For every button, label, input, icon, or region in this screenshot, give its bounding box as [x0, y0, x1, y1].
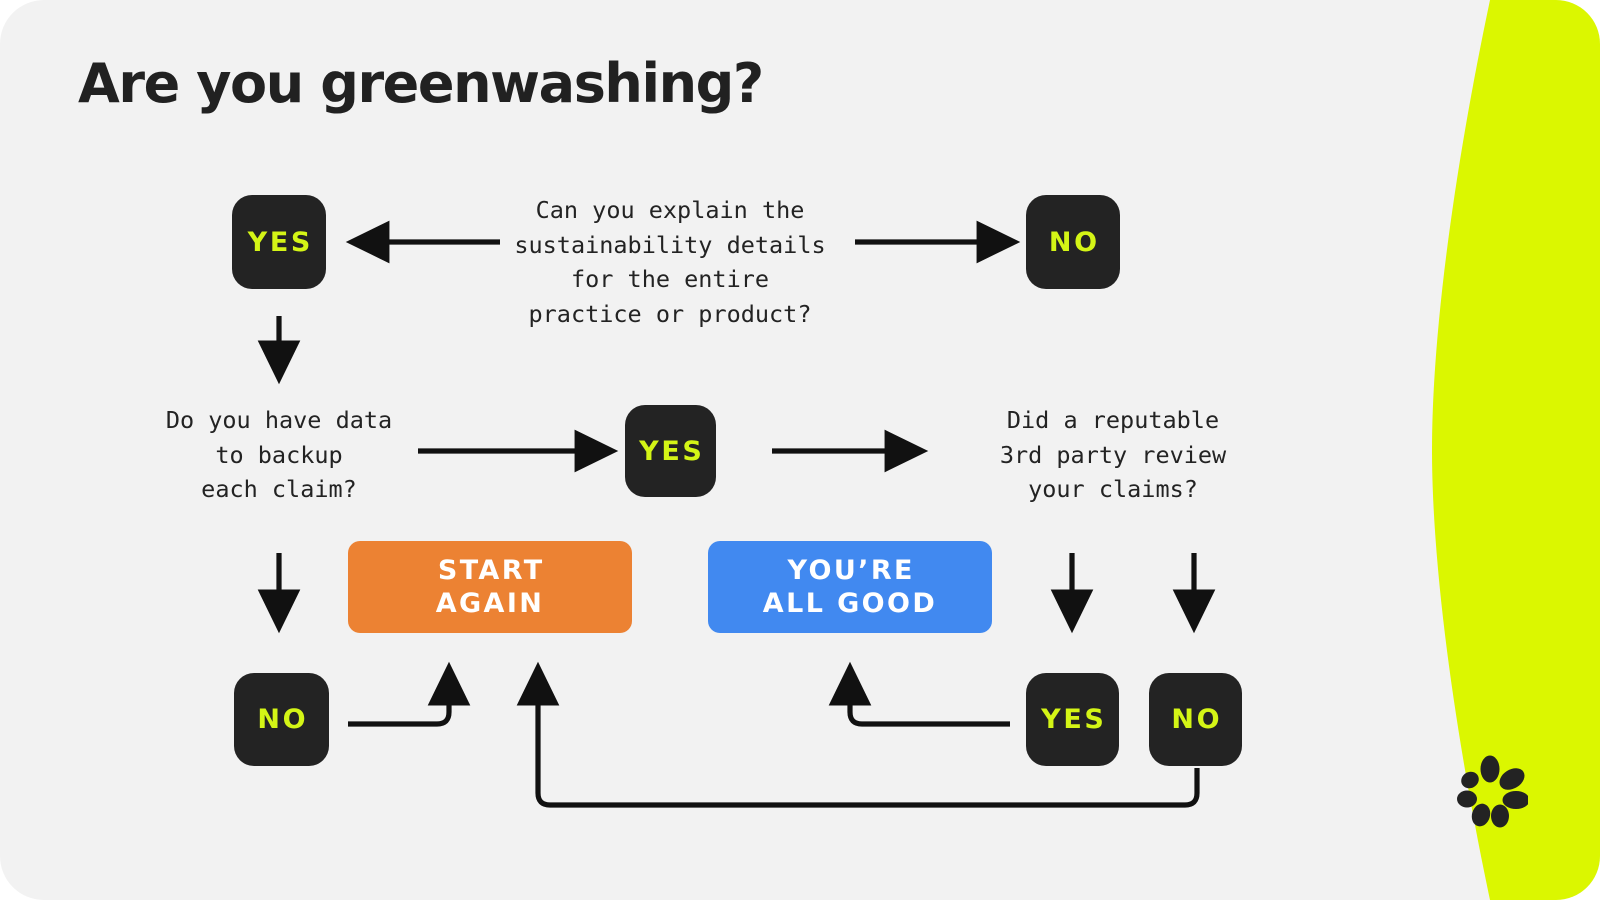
badge-q3-yes[interactable]: YES — [1026, 673, 1119, 766]
badge-q1-yes[interactable]: YES — [232, 195, 326, 289]
arrow-no-to-start-again — [348, 661, 471, 727]
badge-q2-yes[interactable]: YES — [625, 405, 716, 497]
arrow-yes-to-all-good — [828, 661, 1010, 727]
badge-q1-no[interactable]: NO — [1026, 195, 1120, 289]
result-start-again-button[interactable]: START AGAIN — [348, 541, 632, 633]
question-data-backup: Do you have data to backup each claim? — [165, 406, 393, 503]
result-all-good-button[interactable]: YOU’RE ALL GOOD — [708, 541, 992, 633]
badge-q3-no[interactable]: NO — [1149, 673, 1242, 766]
flower-petal-logo-icon — [1452, 752, 1528, 828]
badge-q2-no[interactable]: NO — [234, 673, 329, 766]
question-third-party-review: Did a reputable 3rd party review your cl… — [999, 406, 1227, 503]
page-title: Are you greenwashing? — [78, 52, 764, 115]
question-sustainability-details: Can you explain the sustainability detai… — [514, 196, 826, 328]
